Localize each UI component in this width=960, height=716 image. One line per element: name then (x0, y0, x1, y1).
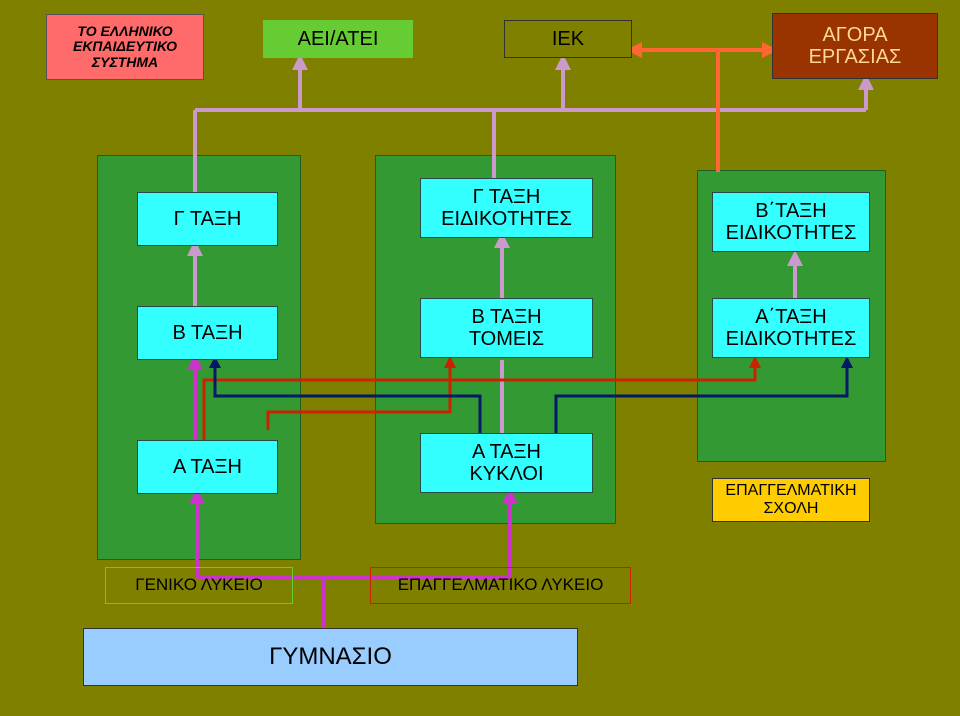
vocational-a-class-line-2: ΚΥΚΛΟΙ (469, 463, 544, 485)
general-b-class-label: Β ΤΑΞΗ (172, 322, 243, 344)
navy-transfer-links (209, 356, 853, 433)
vocational-lyceum-label-box: ΕΠΑΓΓΕΛΜΑΤΙΚΟ ΛΥΚΕΙΟ (370, 567, 631, 604)
red-transfer-links (202, 356, 761, 440)
vocational-a-class-box: Α ΤΑΞΗ ΚΥΚΛΟΙ (420, 433, 593, 493)
vocschool-b-class-line-2: ΕΙΔΙΚΟΤΗΤΕΣ (725, 222, 857, 244)
vocschool-b-class-line-1: Β΄ΤΑΞΗ (755, 200, 827, 222)
iek-box: ΙΕΚ (504, 20, 632, 58)
vocational-a-class-line-1: Α ΤΑΞΗ (472, 441, 541, 463)
vocational-school-label-box: ΕΠΑΓΓΕΛΜΑΤΙΚΗ ΣΧΟΛΗ (712, 478, 870, 522)
gymnasium-box: ΓΥΜΝΑΣΙΟ (83, 628, 578, 686)
aei-atei-box: ΑΕΙ/ΑΤΕΙ (263, 20, 413, 58)
iek-label: ΙΕΚ (551, 28, 585, 50)
gymnasium-label: ΓΥΜΝΑΣΙΟ (269, 642, 392, 670)
general-lyceum-label-box: ΓΕΝΙΚΟ ΛΥΚΕΙΟ (105, 567, 293, 604)
general-c-class-box: Γ ΤΑΞΗ (137, 192, 278, 246)
general-b-class-box: Β ΤΑΞΗ (137, 306, 278, 360)
vocational-school-label-line-2: ΣΧΟΛΗ (763, 500, 819, 517)
labour-market-line-2: ΕΡΓΑΣΙΑΣ (808, 46, 902, 68)
vocational-lyceum-label: ΕΠΑΓΓΕΛΜΑΤΙΚΟ ΛΥΚΕΙΟ (397, 575, 604, 595)
vocational-c-class-line-1: Γ ΤΑΞΗ (472, 186, 541, 208)
vocschool-a-class-line-2: ΕΙΔΙΚΟΤΗΤΕΣ (725, 328, 857, 350)
labour-market-line-1: ΑΓΟΡΑ (822, 24, 888, 46)
aei-atei-label: ΑΕΙ/ΑΤΕΙ (297, 28, 379, 50)
title-box: ΤΟ ΕΛΛΗΝΙΚΟ ΕΚΠΑΙΔΕΥΤΙΚΟ ΣΥΣΤΗΜΑ (46, 14, 204, 80)
progression-links (187, 354, 518, 628)
vocational-c-class-line-2: ΕΙΔΙΚΟΤΗΤΕΣ (441, 208, 572, 230)
vocational-school-label-line-1: ΕΠΑΓΓΕΛΜΑΤΙΚΗ (725, 482, 857, 500)
title-line-3: ΣΥΣΤΗΜΑ (91, 53, 159, 70)
general-c-class-label: Γ ΤΑΞΗ (173, 208, 242, 230)
vocational-b-class-line-1: Β ΤΑΞΗ (471, 306, 542, 328)
title-line-1: ΤΟ ΕΛΛΗΝΙΚΟ (77, 22, 173, 39)
vocational-c-class-box: Γ ΤΑΞΗ ΕΙΔΙΚΟΤΗΤΕΣ (420, 178, 593, 238)
vocational-b-class-box: Β ΤΑΞΗ ΤΟΜΕΙΣ (420, 298, 593, 358)
vocschool-a-class-box: Α΄ΤΑΞΗ ΕΙΔΙΚΟΤΗΤΕΣ (712, 298, 870, 358)
general-lyceum-label: ΓΕΝΙΚΟ ΛΥΚΕΙΟ (135, 575, 263, 595)
general-a-class-label: Α ΤΑΞΗ (173, 456, 242, 478)
vocschool-b-class-box: Β΄ΤΑΞΗ ΕΙΔΙΚΟΤΗΤΕΣ (712, 192, 870, 252)
general-a-class-box: Α ΤΑΞΗ (137, 440, 278, 494)
title-line-2: ΕΚΠΑΙΔΕΥΤΙΚΟ (72, 38, 177, 55)
vocschool-a-class-line-1: Α΄ΤΑΞΗ (755, 306, 827, 328)
vocational-b-class-line-2: ΤΟΜΕΙΣ (468, 328, 545, 350)
labour-market-box: ΑΓΟΡΑ ΕΡΓΑΣΙΑΣ (772, 13, 938, 79)
top-distribution-links (187, 54, 874, 433)
vocational-school-links (626, 42, 778, 172)
